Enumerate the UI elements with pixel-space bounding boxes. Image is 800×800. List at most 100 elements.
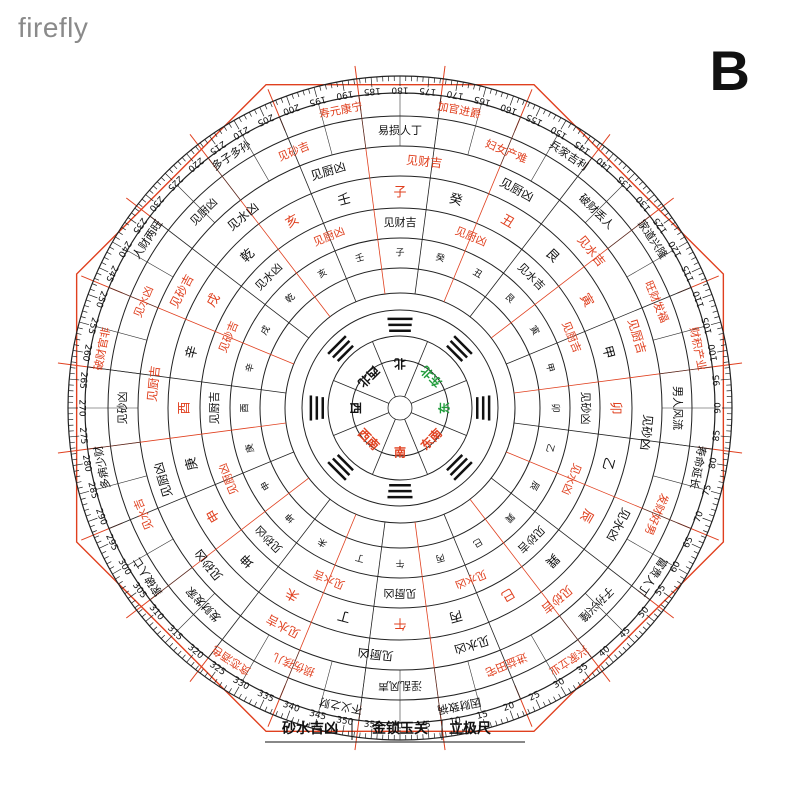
- degree-tick: [626, 168, 631, 174]
- degree-label: 165: [473, 93, 492, 107]
- degree-tick: [238, 117, 242, 123]
- mountains-band-item: 申: [204, 506, 223, 525]
- degree-tick: [591, 139, 596, 144]
- degree-tick: [72, 350, 83, 353]
- degree-tick: [238, 693, 242, 699]
- degree-tick: [722, 458, 728, 461]
- degree-tick: [660, 207, 666, 212]
- degree-tick: [94, 535, 100, 539]
- degree-tick: [347, 80, 350, 86]
- degree-label: 335: [255, 688, 275, 704]
- degree-tick: [714, 497, 720, 500]
- degree-tick: [115, 236, 120, 240]
- degree-tick: [199, 668, 204, 674]
- inner-mountains-band-item: 坤: [283, 511, 298, 526]
- degree-tick: [700, 277, 706, 281]
- degree-tick: [104, 256, 109, 260]
- degree-label: 295: [103, 533, 119, 553]
- inner-fortune-band-item: 见砂凶: [579, 392, 592, 425]
- fine-line: [177, 593, 215, 631]
- degree-tick: [653, 613, 659, 618]
- center-divider: [372, 418, 396, 475]
- degree-tick: [254, 109, 257, 115]
- fine-line: [208, 615, 241, 659]
- degree-tick: [138, 609, 143, 613]
- fine-line: [652, 475, 705, 490]
- fine-line: [659, 366, 713, 375]
- degree-tick: [489, 722, 492, 728]
- outer-band-b-item: 易损人丁: [378, 123, 422, 137]
- degree-label: 280: [80, 454, 93, 473]
- degree-tick: [614, 157, 619, 162]
- degree-tick: [138, 203, 143, 207]
- inner-mountains-band-item: 申: [258, 479, 273, 493]
- compass-ring: [327, 335, 473, 481]
- fortune-band-item: 见砂凶: [638, 414, 655, 451]
- fine-line: [177, 185, 215, 223]
- degree-tick: [127, 592, 137, 599]
- trigram-bar: [449, 340, 468, 359]
- degree-tick: [710, 321, 721, 325]
- degree-tick: [710, 508, 716, 511]
- degree-tick: [543, 109, 546, 115]
- degree-tick: [719, 475, 725, 478]
- center-divider: [410, 380, 467, 404]
- degree-tick: [634, 634, 640, 639]
- degree-tick: [627, 635, 636, 644]
- degree-tick: [560, 120, 567, 130]
- degree-tick: [509, 95, 514, 106]
- degree-tick: [500, 718, 503, 724]
- degree-tick: [218, 682, 223, 687]
- inner-mountains-band-item: 巽: [503, 511, 517, 525]
- fine-line: [626, 250, 673, 278]
- degree-tick: [324, 84, 327, 90]
- degree-tick: [186, 654, 194, 663]
- degree-tick: [710, 305, 716, 308]
- degree-tick: [115, 576, 120, 580]
- degree-tick: [596, 142, 601, 148]
- mountains-band-item: 癸: [447, 191, 463, 209]
- mountains-band-item: 辰: [576, 506, 595, 525]
- degree-tick: [269, 102, 273, 108]
- inner-fortune-band-item: 见砂凶: [253, 523, 286, 556]
- degree-tick: [653, 198, 659, 203]
- inner-mountains-band-item: 甲: [543, 362, 556, 374]
- degree-tick: [218, 129, 223, 134]
- degree-tick: [364, 77, 367, 83]
- degree-tick: [347, 730, 350, 736]
- degree-tick: [77, 486, 83, 489]
- inner-mountains-band-item: 辰: [527, 479, 541, 492]
- fine-line: [467, 660, 482, 713]
- degree-tick: [677, 231, 682, 236]
- degree-tick: [87, 517, 98, 522]
- fine-line: [127, 538, 174, 566]
- inner-mountains-band-item: 乾: [283, 291, 298, 306]
- fine-line: [149, 567, 193, 600]
- degree-tick: [364, 733, 367, 739]
- fine-line: [95, 326, 148, 341]
- outer-band-b-item: 见砂吉: [276, 139, 311, 164]
- degree-tick: [717, 463, 728, 466]
- degree-tick: [627, 172, 636, 181]
- degree-tick: [439, 732, 441, 738]
- degree-tick: [280, 713, 284, 719]
- degree-tick: [71, 361, 77, 363]
- degree-tick: [141, 613, 147, 618]
- degree-tick: [98, 543, 109, 549]
- degree-tick: [664, 212, 669, 217]
- compass-ring: [229, 237, 571, 579]
- degree-tick: [164, 172, 173, 181]
- degree-tick: [709, 514, 715, 517]
- degree-tick: [433, 77, 436, 83]
- degree-label: 285: [85, 481, 99, 500]
- degree-tick: [532, 104, 536, 110]
- degree-tick: [717, 327, 723, 330]
- center-hub: [387, 395, 413, 421]
- fine-line: [318, 660, 333, 713]
- degree-tick: [319, 85, 322, 91]
- degree-tick: [577, 129, 582, 134]
- degree-tick: [702, 517, 713, 522]
- trigram-bar: [453, 461, 473, 481]
- degree-tick: [248, 699, 252, 704]
- degree-tick: [572, 126, 577, 131]
